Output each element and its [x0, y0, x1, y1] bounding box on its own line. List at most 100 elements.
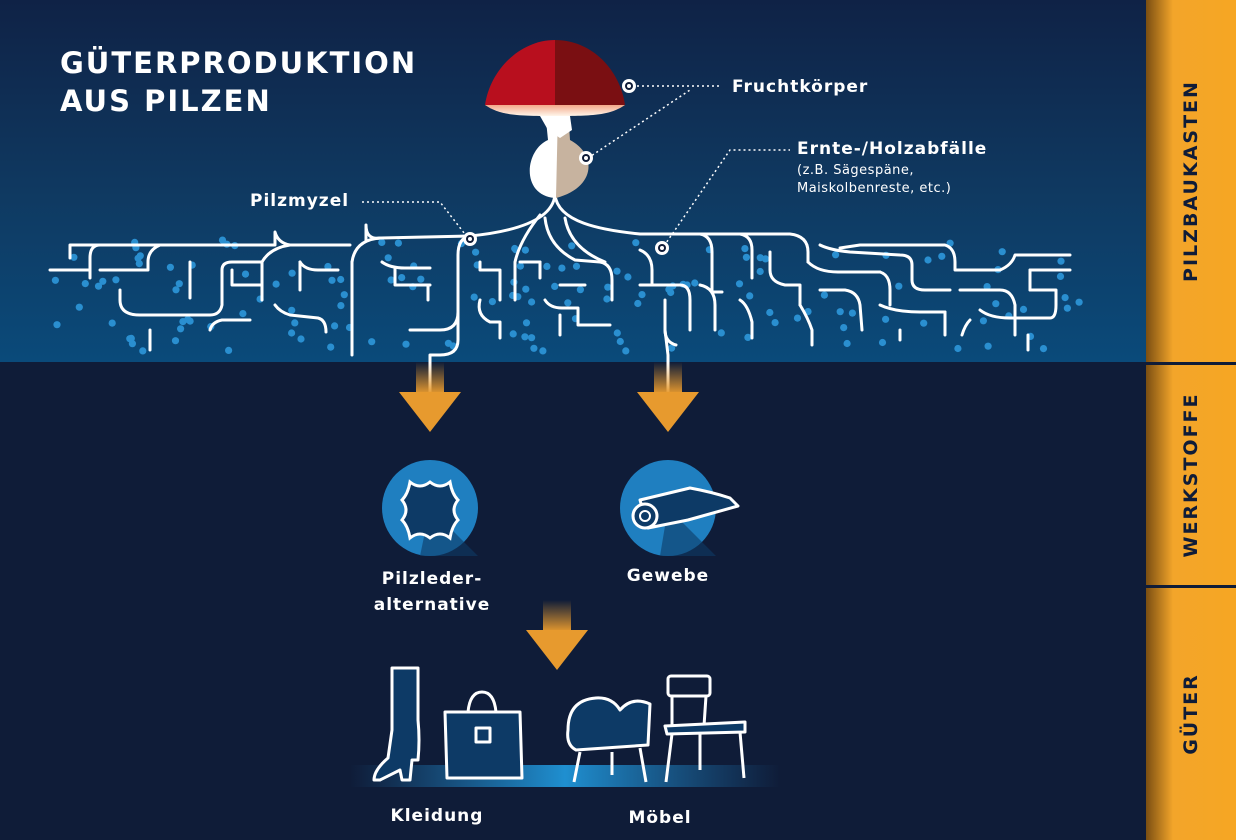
mycelium-dot — [70, 253, 78, 261]
arrow-to-leather — [399, 362, 461, 432]
mycelium-dot — [340, 291, 348, 299]
mycelium-dot — [94, 282, 103, 290]
mycelium-dot — [288, 306, 296, 314]
mycelium-dot — [840, 324, 848, 332]
mushroom — [485, 40, 625, 198]
mycelium-dot — [327, 343, 335, 351]
mycelium-dot — [1057, 257, 1065, 265]
sidebar — [1146, 0, 1236, 840]
mycelium-dot — [522, 319, 531, 327]
label-pilzmyzel: Pilzmyzel — [250, 191, 350, 211]
mycelium-dot — [51, 276, 60, 284]
mycelium-dot — [1039, 345, 1048, 353]
mycelium-dot — [572, 262, 581, 270]
title-line-2: AUS PILZEN — [60, 84, 272, 118]
sidebar-label-werkstoffe: WERKSTOFFE — [1180, 392, 1202, 558]
mycelium-dot — [1063, 304, 1071, 312]
mycelium-dot — [166, 263, 174, 271]
sidebar-section-werkstoffe: WERKSTOFFE — [1146, 365, 1236, 585]
mycelium-dot — [820, 291, 829, 299]
mycelium-dot — [291, 319, 299, 327]
mycelium-dot — [172, 286, 180, 294]
fabric-roll-icon — [620, 460, 740, 556]
mycelium-dot — [638, 291, 646, 299]
mycelium-dot — [742, 253, 751, 261]
mycelium-dot — [521, 333, 529, 341]
mycelium-dot — [218, 236, 227, 244]
label-leather: Pilzleder- alternative — [374, 566, 490, 618]
mycelium-dot — [667, 288, 675, 297]
mycelium-dot — [530, 344, 538, 352]
mycelium-dot — [171, 337, 180, 345]
label-ernte-sub-2: Maiskolbenreste, etc.) — [797, 181, 952, 196]
chair-icon — [663, 674, 747, 783]
mycelium-dot — [444, 339, 452, 347]
mycelium-dot — [938, 252, 946, 260]
mycelium-dot — [175, 280, 183, 288]
mycelium-dot — [99, 277, 107, 285]
mycelium-dot — [543, 262, 551, 270]
mycelium-dot — [288, 329, 296, 337]
label-clothing: Kleidung — [390, 806, 484, 826]
mycelium-dot — [613, 267, 621, 275]
callout-lines — [362, 85, 790, 247]
mycelium-dot — [576, 286, 585, 294]
mycelium-dot — [539, 347, 547, 355]
label-ernte-sub-1: (z.B. Sägespäne, — [797, 163, 915, 178]
mycelium-dot — [402, 340, 410, 348]
mycelium-dot — [1061, 294, 1069, 302]
label-fruchtkoerper: Fruchtkörper — [732, 77, 869, 97]
mycelium-dot — [241, 270, 250, 278]
mycelium-dot — [472, 248, 480, 256]
mycelium-dot — [239, 310, 247, 318]
mycelium-dot — [984, 342, 992, 350]
mycelium-dot — [998, 248, 1006, 256]
mycelium-dot — [954, 344, 962, 353]
mycelium-dot — [528, 334, 536, 342]
goods-glow — [350, 765, 780, 787]
mycelium-dot — [225, 346, 233, 354]
mycelium-dot — [112, 276, 120, 284]
mycelium-dot — [398, 274, 406, 282]
mycelium-dot — [522, 285, 530, 293]
page-title: GÜTERPRODUKTION AUS PILZEN — [60, 44, 417, 120]
mycelium-network — [48, 193, 1072, 357]
mycelium-dot — [139, 347, 147, 355]
mycelium-dot — [756, 267, 764, 276]
mycelium-dot — [771, 319, 779, 327]
mycelium-dot — [470, 293, 478, 301]
mycelium-dot — [741, 245, 749, 253]
mycelium-dot — [848, 309, 857, 317]
mycelium-dot — [417, 275, 425, 283]
mycelium-dot — [882, 315, 890, 323]
mycelium-dot — [368, 338, 376, 346]
callout-markers — [463, 79, 669, 255]
mycelium-dot — [509, 330, 517, 338]
mycelium-dot — [521, 246, 530, 254]
bag-icon — [443, 690, 524, 780]
mycelium-dot — [603, 295, 611, 303]
mycelium-dot — [604, 283, 612, 291]
mycelium-dot — [836, 308, 844, 316]
mycelium-dot — [384, 254, 392, 262]
label-ernte: Ernte-/Holzabfälle — [797, 139, 988, 159]
mycelium-dot — [878, 338, 887, 347]
armchair-icon — [566, 696, 652, 783]
mycelium-dot — [387, 276, 395, 284]
mycelium-dot — [613, 329, 621, 337]
arrow-to-fabric — [637, 362, 699, 432]
mycelium-dot — [983, 283, 991, 291]
boot-icon — [372, 666, 421, 782]
mycelium-dot — [735, 280, 744, 288]
mycelium-dot — [331, 322, 339, 330]
mycelium-dot — [1019, 305, 1028, 313]
mycelium-dot — [108, 319, 116, 327]
sidebar-label-gueter: GÜTER — [1180, 673, 1202, 755]
mycelium-dot — [717, 329, 725, 337]
mycelium-dot — [691, 279, 699, 287]
mycelium-dot — [75, 303, 83, 311]
mycelium-dot — [668, 344, 676, 352]
mycelium-dot — [126, 335, 134, 343]
